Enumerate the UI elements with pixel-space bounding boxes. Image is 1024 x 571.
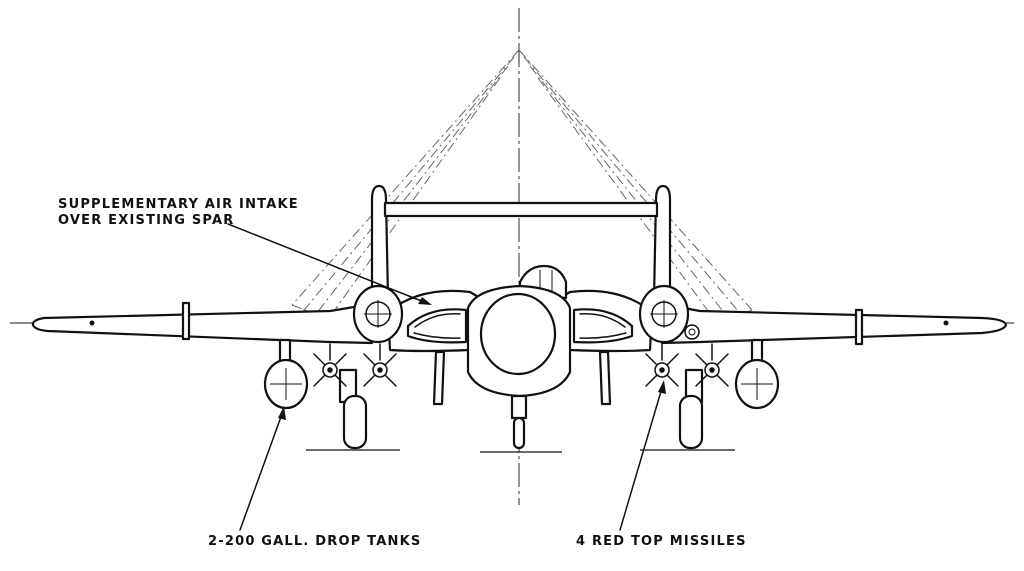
right-gear-door [598, 350, 612, 406]
left-wing [31, 302, 374, 345]
left-intake [406, 308, 468, 344]
left-engine [352, 284, 404, 344]
tailplane [383, 201, 659, 218]
right-wing-fence [854, 308, 864, 346]
right-wing [660, 302, 1008, 345]
left-main-wheel [338, 368, 368, 450]
missile-right-outer [695, 343, 729, 387]
right-wing-fitting [684, 324, 700, 340]
nose-landing-gear [510, 394, 528, 450]
right-intake [572, 308, 634, 344]
left-drop-tank [263, 338, 309, 410]
right-nav-light [943, 320, 949, 326]
fuselage-front [466, 284, 572, 398]
radome [479, 292, 557, 376]
missile-left-outer [313, 343, 347, 387]
ground-lines [306, 449, 735, 453]
right-drop-tank [734, 338, 780, 410]
missile-right-inner [645, 343, 679, 387]
missiles-label: 4 RED TOP MISSILES [576, 534, 747, 549]
missile-left-inner [363, 343, 397, 387]
right-engine [638, 284, 690, 344]
right-main-wheel [678, 368, 704, 450]
intake-label-line-2: OVER EXISTING SPAR [58, 213, 235, 228]
left-nav-light [89, 320, 95, 326]
leader-drop-tanks [239, 406, 286, 531]
wing-fold-path-left [291, 49, 520, 329]
drop-tanks-label: 2-200 GALL. DROP TANKS [208, 534, 422, 549]
intake-label-line-1: SUPPLEMENTARY AIR INTAKE [58, 197, 299, 212]
leader-intake [227, 223, 432, 305]
left-wing-fence [181, 301, 191, 341]
leader-missiles [619, 380, 666, 531]
left-gear-door [432, 350, 446, 406]
